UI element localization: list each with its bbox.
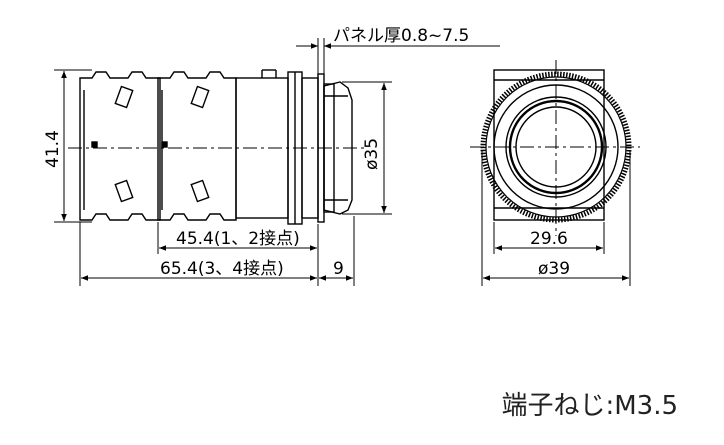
length-34-label: 65.4(3、4接点) — [160, 259, 284, 279]
contact-block-right — [158, 72, 236, 220]
height-label: 41.4 — [43, 130, 63, 168]
front-view — [470, 60, 640, 236]
side-view — [68, 70, 368, 224]
panel-thickness-label: パネル厚0.8~7.5 — [333, 26, 469, 46]
outer-diameter-label: ø39 — [538, 259, 570, 279]
contact-block-left — [80, 72, 160, 220]
length-12-label: 45.4(1、2接点) — [176, 229, 300, 249]
bezel-diameter-label: ø35 — [362, 138, 382, 170]
inner-width-label: 29.6 — [530, 229, 568, 249]
terminal-screw-note: 端子ねじ:M3.5 — [501, 385, 678, 422]
bezel-depth-label: 9 — [333, 259, 344, 279]
body-unit — [236, 70, 352, 224]
